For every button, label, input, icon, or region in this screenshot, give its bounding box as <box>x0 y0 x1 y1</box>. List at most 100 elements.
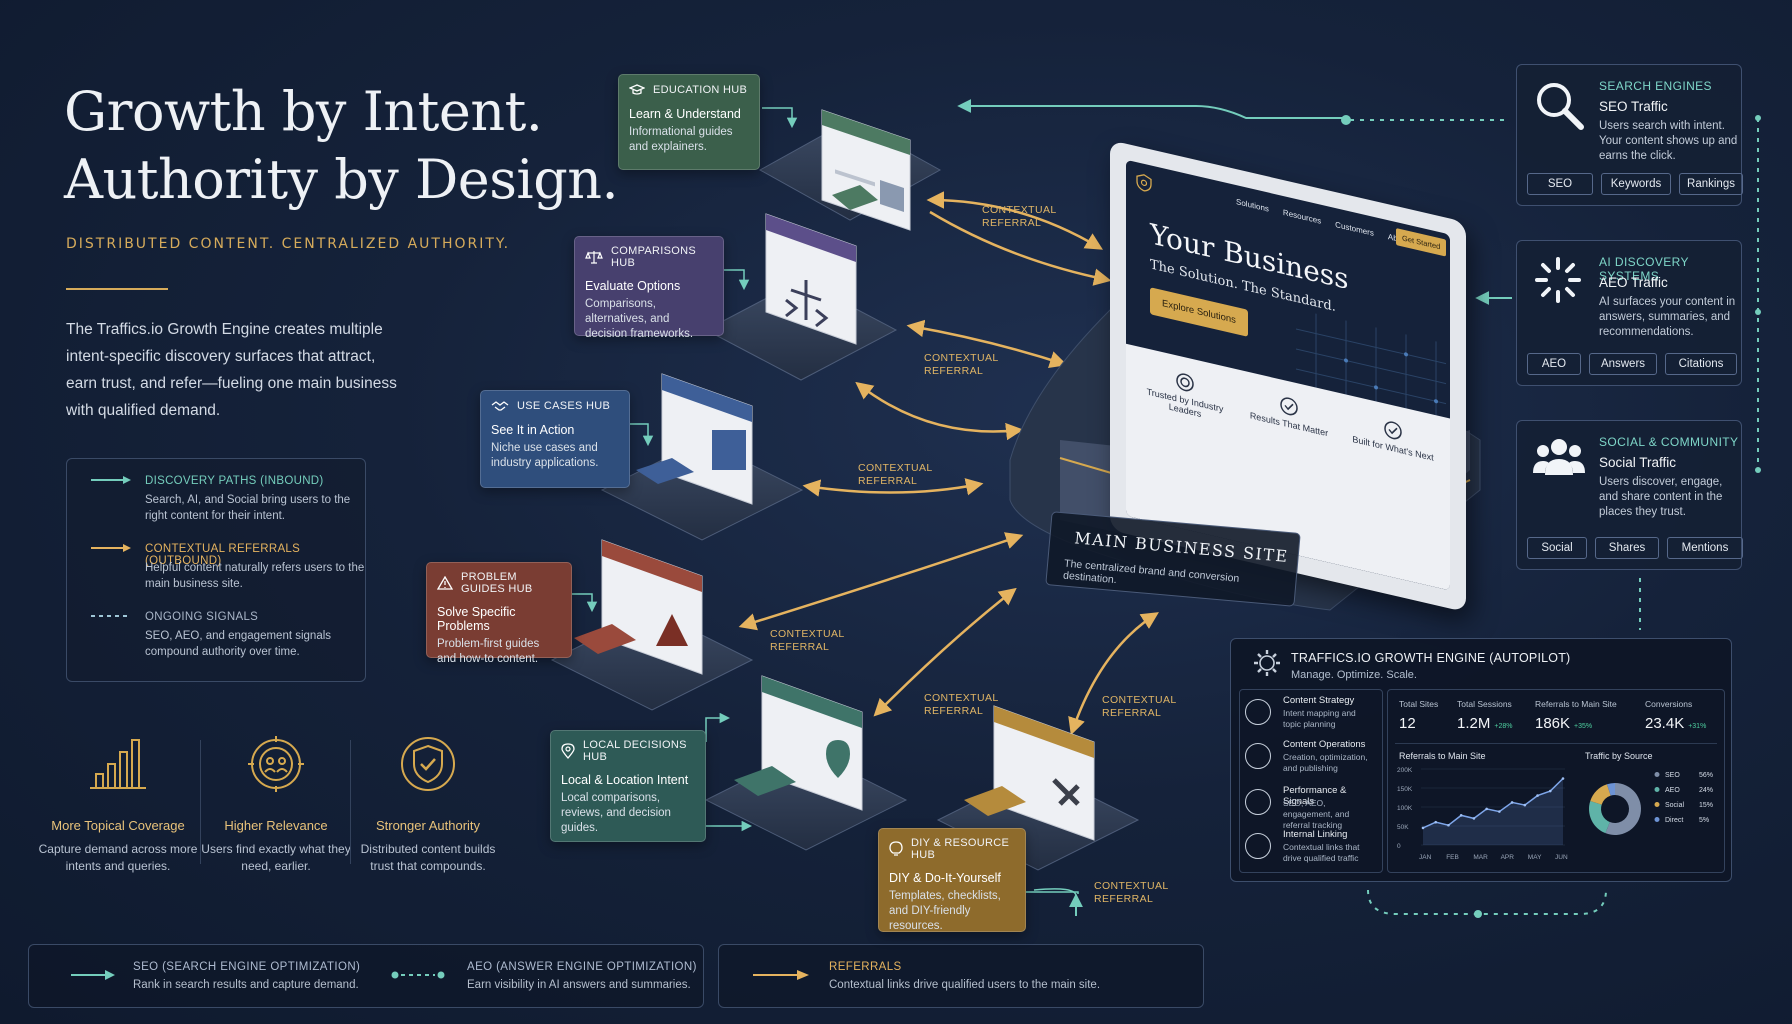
hub-subtitle: See It in Action <box>491 423 575 437</box>
feature-title: Content Strategy <box>1283 695 1355 706</box>
hero-title-line-2: Authority by Design. <box>64 148 619 211</box>
use-cases-hub-card[interactable]: USE CASES HUB See It in Action Niche use… <box>480 390 630 488</box>
legend-seo-label: SEO (SEARCH ENGINE OPTIMIZATION) <box>133 961 361 973</box>
hub-subtitle: Learn & Understand <box>629 107 741 121</box>
data-point <box>1510 801 1514 804</box>
legend-panel: DISCOVERY PATHS (INBOUND) Search, AI, an… <box>66 458 366 682</box>
referral-arrow-comparisons-2 <box>855 381 1024 441</box>
hub-desc: Informational guides and explainers. <box>629 126 733 153</box>
legend-source-pct: 5% <box>1699 817 1709 824</box>
inbound-arrow-seo <box>957 99 1346 119</box>
education-hub-card[interactable]: EDUCATION HUB Learn & Understand Informa… <box>618 74 760 170</box>
hub-subtitle: Solve Specific Problems <box>437 605 516 633</box>
badge-icon <box>1176 373 1194 392</box>
stat-delta: +35% <box>1574 723 1593 730</box>
panel-subtitle: Manage. Optimize. Scale. <box>1291 669 1417 681</box>
main-site-device: Solutions Resources Customers About Get … <box>1110 140 1466 613</box>
use-cases-hub-page <box>600 373 804 541</box>
shield-check-icon <box>401 737 455 791</box>
local-decisions-hub-card[interactable]: LOCAL DECISIONS HUB Local & Location Int… <box>550 730 706 842</box>
tag[interactable]: AEO <box>1527 353 1581 375</box>
tag[interactable]: Rankings <box>1679 173 1743 195</box>
hub-desc: Niche use cases and industry application… <box>491 442 599 469</box>
data-point <box>1421 826 1425 830</box>
get-started-button[interactable]: Get Started <box>1396 228 1447 257</box>
feature-desc: Intent mapping and topic planning <box>1283 708 1356 729</box>
hero-description: The Traffics.io Growth Engine creates mu… <box>66 321 397 419</box>
referral-label: CONTEXTUAL REFERRAL <box>1094 880 1169 905</box>
referral-label: CONTEXTUAL REFERRAL <box>770 628 845 653</box>
target-users-icon <box>248 736 304 792</box>
legend-label: CONTEXTUAL REFERRALS (OUTBOUND) <box>145 543 301 567</box>
stat-value: 186K+35% <box>1535 715 1645 732</box>
local-decisions-hub-page <box>704 675 908 851</box>
nav-item[interactable]: Resources <box>1282 207 1322 226</box>
stat-referrals: Referrals to Main Site 186K+35% <box>1535 699 1645 732</box>
comparisons-hub-card[interactable]: COMPARISONS HUB Evaluate Options Compari… <box>574 236 724 340</box>
feature-title: Performance & Signals <box>1283 785 1347 807</box>
channel-tags: AEO Answers Citations <box>1527 353 1737 375</box>
tag[interactable]: SEO <box>1527 173 1593 195</box>
diy-resource-hub-card[interactable]: DIY & RESOURCE HUB DIY & Do-It-Yourself … <box>878 828 1026 932</box>
x-tick-label: APR <box>1501 854 1515 861</box>
feature-content-strategy[interactable]: Content Strategy Intent mapping and topi… <box>1241 695 1371 739</box>
legend-source-pct: 56% <box>1699 772 1713 779</box>
legend-source-pct: 15% <box>1699 802 1713 809</box>
problem-guides-hub-page <box>550 539 754 711</box>
stat-total-sessions: Total Sessions 1.2M+28% <box>1457 699 1527 732</box>
tag[interactable]: Social <box>1527 537 1587 559</box>
feature-performance-signals[interactable]: Performance & Signals SEO, AEO, engageme… <box>1241 785 1371 830</box>
checkmark-circle-icon <box>1384 421 1402 440</box>
feature-internal-linking[interactable]: Internal Linking Contextual links that d… <box>1241 829 1371 873</box>
y-tick-label: 200K <box>1397 767 1413 774</box>
hub-subtitle: Evaluate Options <box>585 279 681 293</box>
benefit-title: Stronger Authority <box>375 818 481 833</box>
tag[interactable]: Mentions <box>1667 537 1743 559</box>
data-point <box>1472 817 1476 820</box>
hero-title: Growth by Intent. Authority by Design. <box>64 78 624 214</box>
tag[interactable]: Citations <box>1665 353 1737 375</box>
channel-category: SEARCH ENGINES <box>1599 79 1712 93</box>
stat-conversions: Conversions 23.4K+31% <box>1645 699 1725 732</box>
legend-dot <box>1654 787 1660 792</box>
bar-chart-icon <box>90 739 146 789</box>
legend-source-pct: 24% <box>1699 787 1713 794</box>
hub-connector-education <box>762 107 798 129</box>
legend-source-name: Social <box>1665 802 1685 809</box>
tag[interactable]: Keywords <box>1601 173 1671 195</box>
data-point <box>1459 814 1463 817</box>
problem-guides-hub-card[interactable]: PROBLEM GUIDES HUB Solve Specific Proble… <box>426 562 572 665</box>
channel-search-engines: SEARCH ENGINES SEO Traffic Users search … <box>1516 64 1743 206</box>
benefit-stronger-authority: Stronger Authority Distributed content b… <box>348 734 508 875</box>
hub-name: COMPARISONS HUB <box>611 245 696 269</box>
hub-desc: Comparisons, alternatives, and decision … <box>585 298 694 340</box>
comparisons-hub-page <box>704 213 898 381</box>
tag[interactable]: Shares <box>1595 537 1659 559</box>
legend-aeo-desc: Earn visibility in AI answers and summar… <box>467 979 691 991</box>
donut-slice <box>1590 784 1611 805</box>
legend-aeo: AEO (ANSWER ENGINE OPTIMIZATION) Earn vi… <box>467 961 697 991</box>
channel-social-community: SOCIAL & COMMUNITY Social Traffic Users … <box>1516 420 1743 570</box>
referral-arrow-education <box>926 191 1104 250</box>
legend-referrals-label: REFERRALS <box>829 961 902 973</box>
feature-content-operations[interactable]: Content Operations Creation, optimizatio… <box>1241 739 1371 783</box>
nav-item[interactable]: Solutions <box>1236 197 1269 214</box>
tag[interactable]: Answers <box>1589 353 1657 375</box>
stat-value: 23.4K+31% <box>1645 715 1725 732</box>
legend-dot <box>1654 817 1660 822</box>
data-point <box>1485 807 1488 811</box>
hub-subtitle: DIY & Do-It-Yourself <box>889 871 1001 885</box>
hub-connector-comparisons <box>724 269 750 291</box>
legend-aeo-label: AEO (ANSWER ENGINE OPTIMIZATION) <box>467 961 697 973</box>
teal-arrow-icon <box>91 476 131 484</box>
data-point <box>1434 820 1438 824</box>
nav-item[interactable]: Customers <box>1335 219 1374 238</box>
hub-desc: Templates, checklists, and DIY-friendly … <box>889 890 1001 932</box>
referral-arrow-problem-2 <box>873 587 1017 717</box>
explore-solutions-button[interactable]: Explore Solutions <box>1150 287 1248 337</box>
feature-next: Built for What's Next <box>1348 409 1438 464</box>
stat-number: 23.4K <box>1645 715 1685 732</box>
referral-label: CONTEXTUAL REFERRAL <box>982 204 1057 229</box>
hub-connector-usecases <box>630 423 654 447</box>
